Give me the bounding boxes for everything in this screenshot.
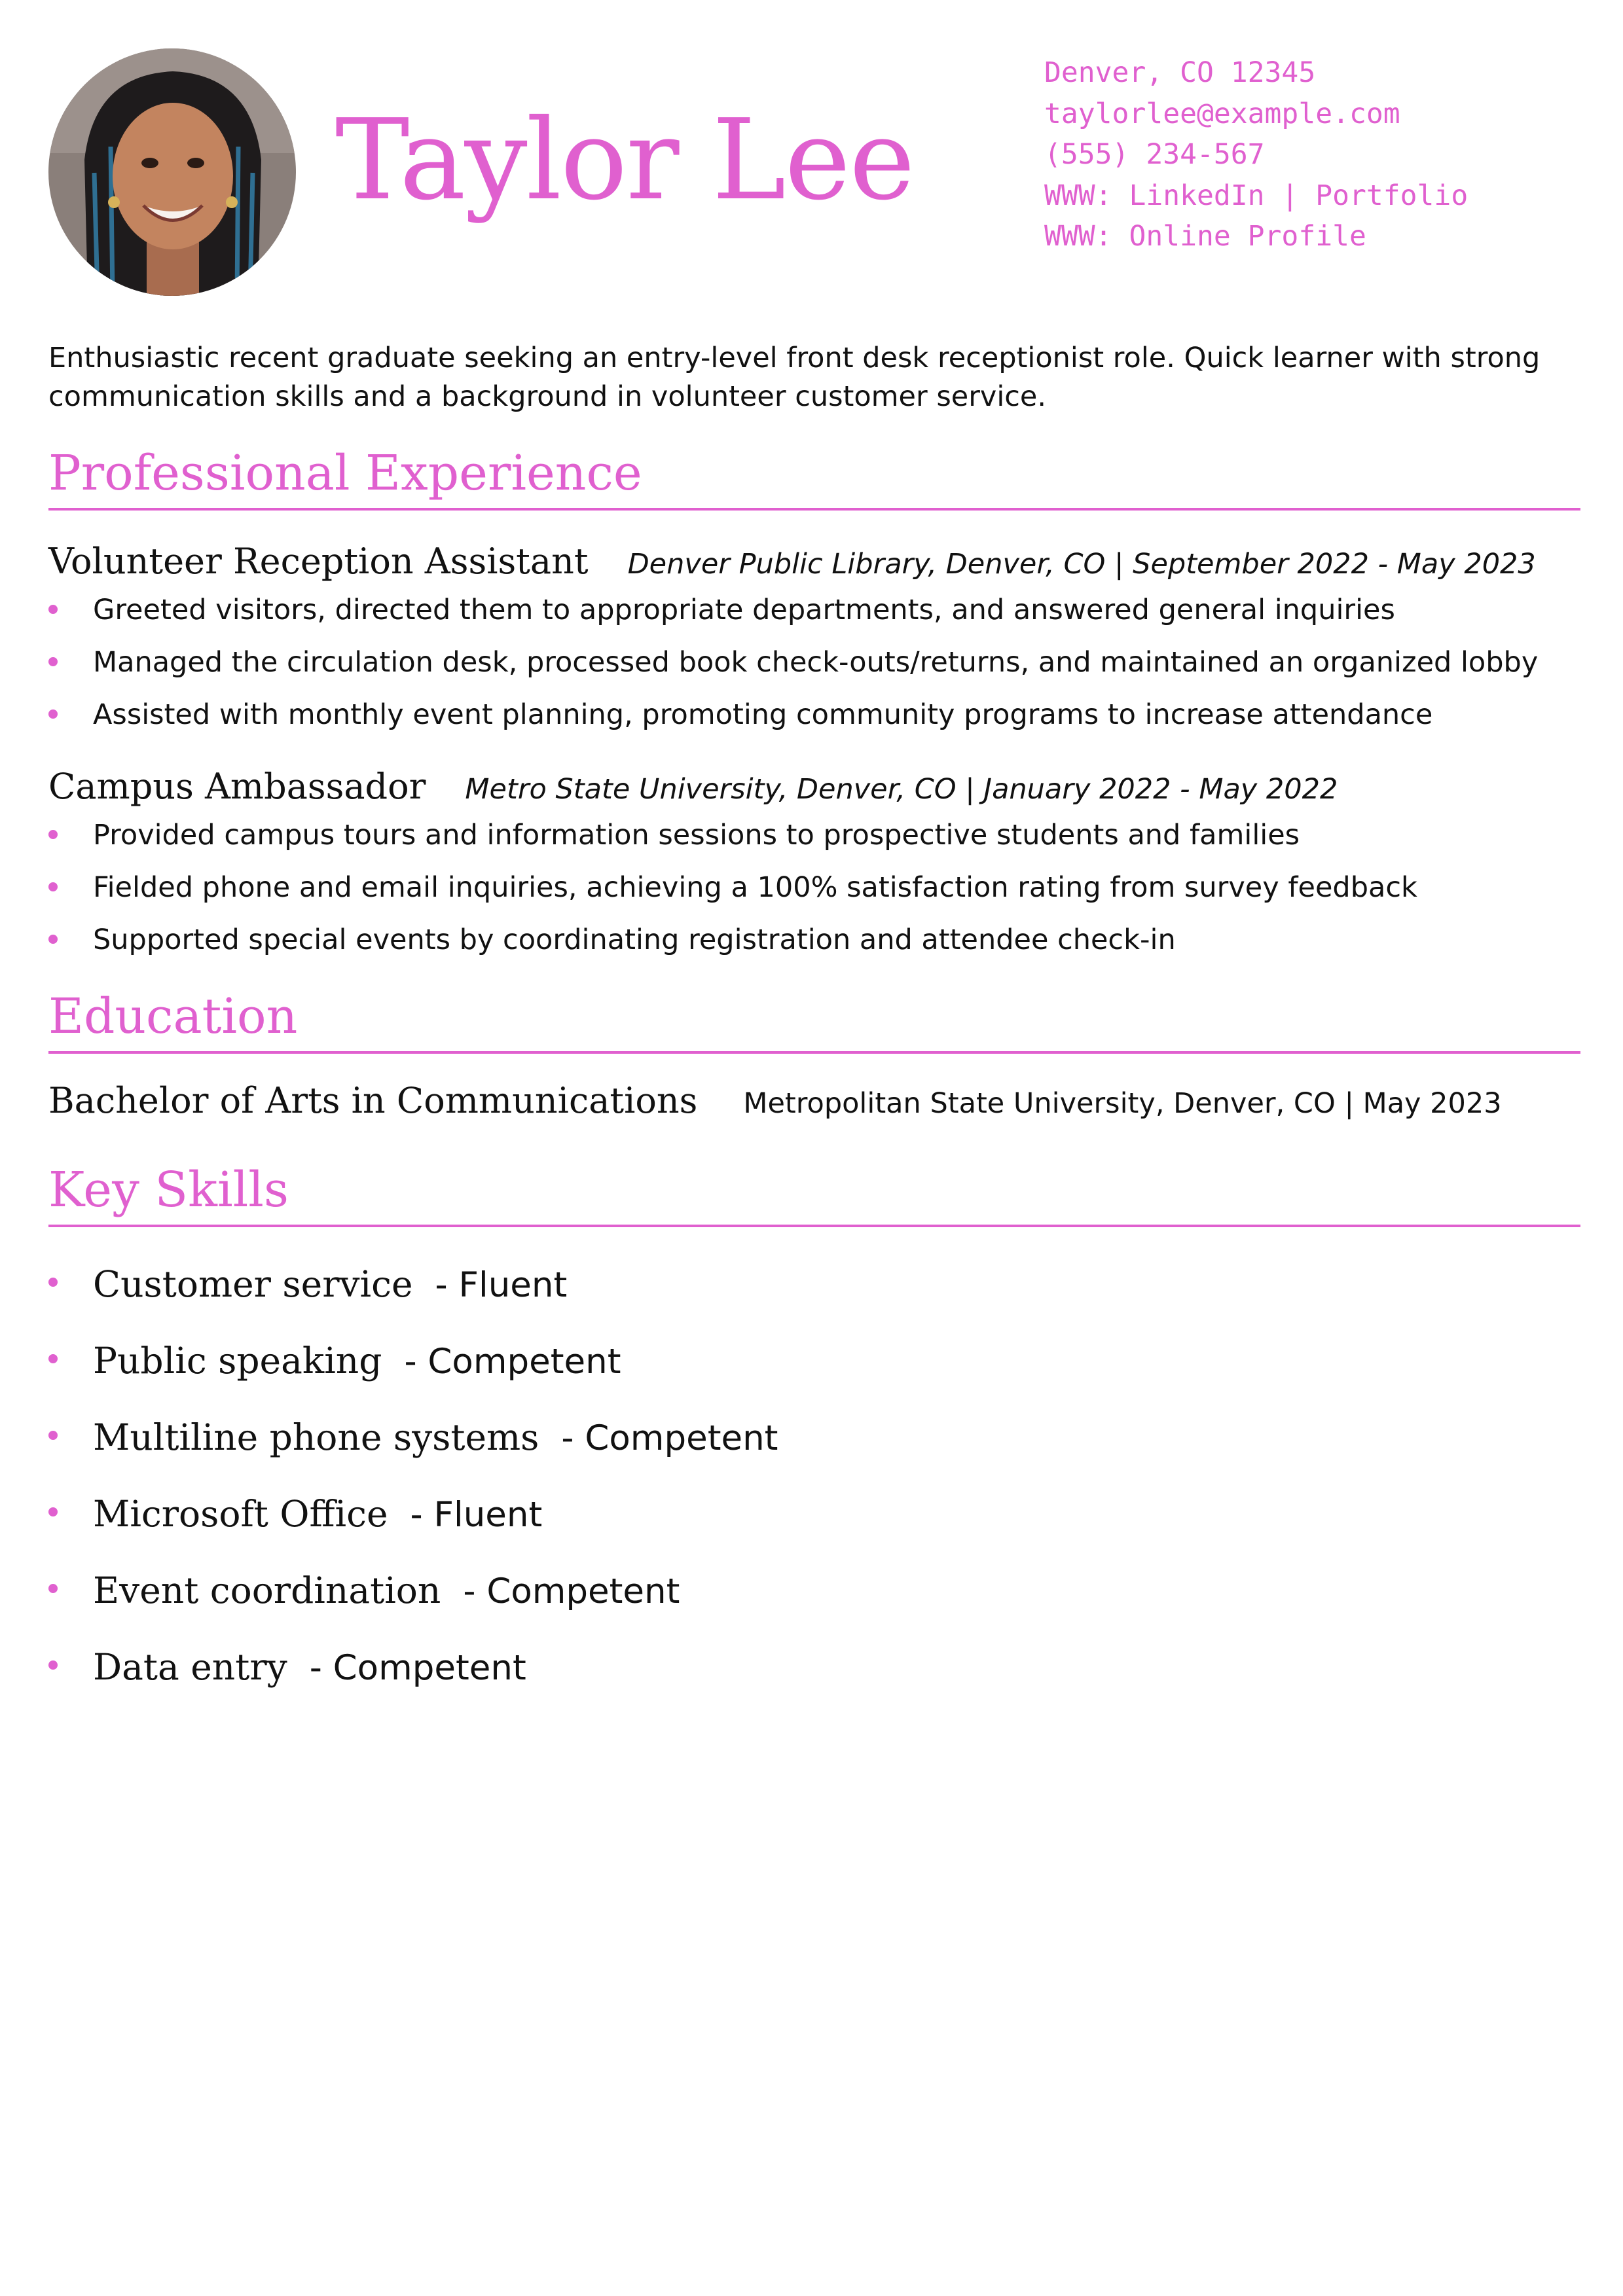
skill-item: Customer service - Fluent	[48, 1263, 778, 1340]
contact-block: Denver, CO 12345 taylorlee@example.com (…	[1044, 52, 1468, 257]
list-item: Supported special events by coordinating…	[48, 914, 1417, 966]
job-header: Volunteer Reception Assistant Denver Publ…	[48, 541, 1536, 582]
job-employer: Metro State University	[465, 773, 779, 806]
job-meta: Denver Public Library, Denver, CO | Sept…	[628, 548, 1536, 581]
job-meta: Metro State University, Denver, CO | Jan…	[465, 773, 1338, 806]
skill-level: - Competent	[309, 1648, 526, 1688]
profile-photo	[48, 48, 296, 296]
job-header: Campus Ambassador Metro State University,…	[48, 766, 1338, 807]
bullet-icon	[48, 657, 58, 666]
bullet-icon	[48, 1507, 58, 1516]
list-item: Provided campus tours and information se…	[48, 809, 1417, 861]
skills-heading: Key Skills	[48, 1166, 1580, 1227]
contact-phone[interactable]: (555) 234-567	[1044, 138, 1265, 171]
bullet-icon	[48, 1584, 58, 1593]
skill-level: - Competent	[404, 1342, 621, 1382]
skill-name: Data entry	[93, 1646, 287, 1688]
list-item: Assisted with monthly event planning, pr…	[48, 689, 1538, 741]
experience-heading: Professional Experience	[48, 449, 1580, 511]
summary-text: Enthusiastic recent graduate seeking an …	[48, 342, 1541, 413]
skill-name: Microsoft Office	[93, 1493, 388, 1535]
bullet-icon	[48, 1278, 58, 1287]
list-item: Fielded phone and email inquiries, achie…	[48, 861, 1417, 914]
bullet-icon	[48, 935, 58, 944]
skills-list: Customer service - Fluent Public speaking…	[48, 1263, 778, 1723]
skill-level: - Competent	[463, 1571, 680, 1611]
job-title: Campus Ambassador	[48, 766, 426, 807]
skill-name: Public speaking	[93, 1340, 382, 1382]
bullet-text: Assisted with monthly event planning, pr…	[93, 698, 1433, 731]
bullet-icon	[48, 1431, 58, 1440]
bullet-text: Supported special events by coordinating…	[93, 924, 1176, 956]
job-bullets: Greeted visitors, directed them to appro…	[48, 584, 1538, 741]
education-degree: Bachelor of Arts in Communications	[48, 1080, 698, 1121]
skill-item: Microsoft Office - Fluent	[48, 1493, 778, 1570]
job-employer: Denver Public Library	[627, 548, 928, 581]
bullet-icon	[48, 1354, 58, 1363]
list-item: Managed the circulation desk, processed …	[48, 636, 1538, 689]
bullet-text: Managed the circulation desk, processed …	[93, 646, 1539, 679]
skill-item: Data entry - Competent	[48, 1646, 778, 1723]
bullet-text: Greeted visitors, directed them to appro…	[93, 594, 1395, 626]
bullet-icon	[48, 1660, 58, 1670]
education-school: Metropolitan State University, Denver, C…	[743, 1087, 1502, 1120]
education-heading: Education	[48, 992, 1580, 1054]
skill-item: Event coordination - Competent	[48, 1570, 778, 1646]
bullet-text: Provided campus tours and information se…	[93, 819, 1300, 852]
skill-level: - Fluent	[410, 1495, 543, 1535]
contact-location: Denver, CO 12345	[1044, 56, 1316, 89]
skill-level: - Fluent	[435, 1265, 568, 1305]
job-location-dates: , Denver, CO | September 2022 - May 2023	[928, 548, 1536, 581]
bullet-icon	[48, 830, 58, 839]
education-entry: Bachelor of Arts in Communications Metrop…	[48, 1080, 1502, 1121]
skill-name: Event coordination	[93, 1570, 441, 1611]
skill-item: Multiline phone systems - Competent	[48, 1416, 778, 1493]
contact-links[interactable]: WWW: LinkedIn | Portfolio	[1044, 179, 1468, 212]
bullet-text: Fielded phone and email inquiries, achie…	[93, 871, 1417, 904]
job-bullets: Provided campus tours and information se…	[48, 809, 1417, 966]
bullet-icon	[48, 882, 58, 891]
skill-name: Customer service	[93, 1263, 413, 1305]
job-title: Volunteer Reception Assistant	[48, 541, 589, 582]
list-item: Greeted visitors, directed them to appro…	[48, 584, 1538, 636]
bullet-icon	[48, 605, 58, 614]
contact-profile[interactable]: WWW: Online Profile	[1044, 220, 1366, 253]
skill-name: Multiline phone systems	[93, 1416, 539, 1458]
skill-level: - Competent	[561, 1418, 778, 1458]
contact-email[interactable]: taylorlee@example.com	[1044, 97, 1400, 130]
bullet-icon	[48, 709, 58, 719]
job-location-dates: , Denver, CO | January 2022 - May 2022	[778, 773, 1338, 806]
candidate-name: Taylor Lee	[335, 96, 915, 225]
skill-item: Public speaking - Competent	[48, 1340, 778, 1416]
